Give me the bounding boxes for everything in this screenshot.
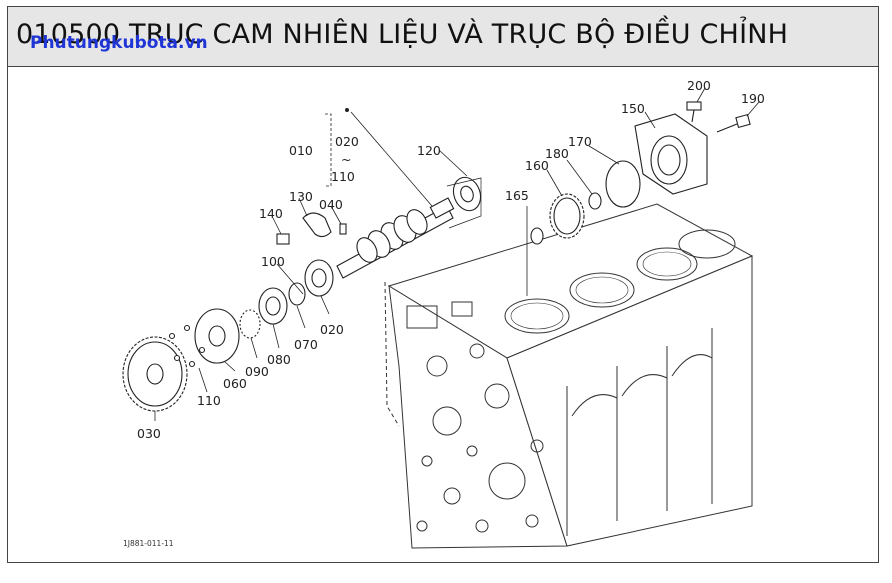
callout-010: 010 <box>289 143 313 158</box>
callout-100: 100 <box>261 254 285 269</box>
callout-020: 020 <box>320 322 344 337</box>
engine-block <box>384 203 754 549</box>
callout-160: 160 <box>525 158 549 173</box>
callout-070: 070 <box>294 337 318 352</box>
callout-080: 080 <box>267 352 291 367</box>
callout-130: 130 <box>289 189 313 204</box>
callout-120: 120 <box>417 143 441 158</box>
callout-190: 190 <box>741 91 765 106</box>
governor-assembly <box>530 101 751 245</box>
watermark-link[interactable]: Phutungkubota.vn <box>30 33 208 53</box>
callout-140: 140 <box>259 206 283 221</box>
callout-labels: 010 020 ~ 110 120 130 040 140 100 020 07… <box>137 78 765 441</box>
callout-200: 200 <box>687 78 711 93</box>
page-title: 010500 TRỤC CAM NHIÊN LIỆU VÀ TRỤC BỘ ĐI… <box>16 19 789 50</box>
callout-030: 030 <box>137 426 161 441</box>
callout-165: 165 <box>505 188 529 203</box>
exploded-parts-diagram: 010 020 ~ 110 120 130 040 140 100 020 07… <box>122 78 765 549</box>
leader-lines <box>154 87 760 421</box>
callout-180: 180 <box>545 146 569 161</box>
callout-020-range-start: 020 <box>335 134 359 149</box>
callout-150: 150 <box>621 101 645 116</box>
camshaft-assembly <box>122 176 482 412</box>
callout-110-range-end: 110 <box>331 169 355 184</box>
title-bar: 010500 TRỤC CAM NHIÊN LIỆU VÀ TRỤC BỘ ĐI… <box>8 7 878 67</box>
callout-060: 060 <box>223 376 247 391</box>
figure-code: 1J881-011-11 <box>123 539 174 548</box>
callout-090: 090 <box>245 364 269 379</box>
callout-110: 110 <box>197 393 221 408</box>
callout-170: 170 <box>568 134 592 149</box>
range-tilde: ~ <box>341 152 351 167</box>
callout-040: 040 <box>319 197 343 212</box>
